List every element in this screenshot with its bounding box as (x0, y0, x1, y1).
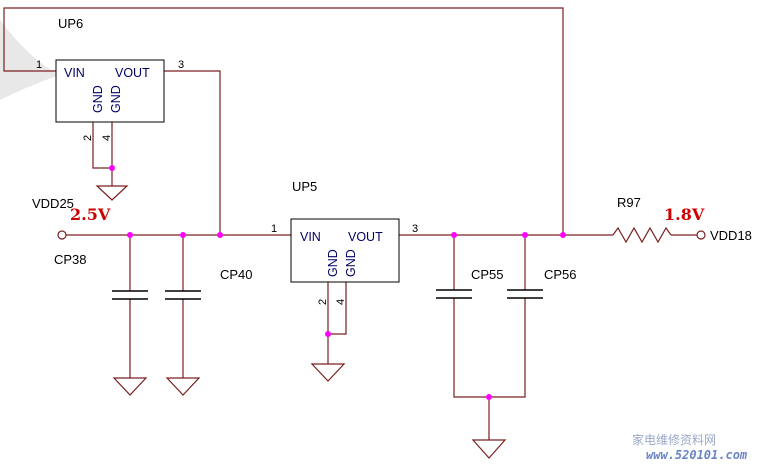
up6-gnd-label-2: GND (109, 85, 123, 113)
cp55-ref: CP55 (471, 267, 504, 282)
up6-pin-4: 4 (101, 135, 113, 141)
up6-gnd-label-1: GND (91, 85, 105, 113)
ground-icon (95, 185, 129, 201)
capacitor-cp38: CP38 (54, 252, 148, 300)
up6-vout-label: VOUT (115, 66, 150, 80)
cp38-ref: CP38 (54, 252, 87, 267)
cp56-ref: CP56 (544, 267, 577, 282)
watermark-url: www.520101.com (646, 448, 748, 462)
resistor-r97: R97 (612, 195, 672, 244)
ground-icon (112, 377, 148, 396)
decorative-arc (0, 20, 60, 100)
regulator-up5: UP5 VIN VOUT GND GND 1 3 2 4 (271, 179, 418, 305)
up5-ref: UP5 (292, 179, 317, 194)
capacitor-cp56: CP56 (507, 267, 577, 299)
capacitor-cp40: CP40 (165, 267, 253, 300)
up5-gnd-label-2: GND (344, 249, 358, 277)
up6-vin-label: VIN (64, 66, 85, 80)
r97-ref: R97 (617, 195, 641, 210)
output-net-label: VDD18 (710, 228, 752, 243)
ground-icon (310, 363, 346, 382)
wires (3, 7, 697, 440)
up6-pin-1: 1 (36, 59, 42, 71)
up5-pin-4: 4 (335, 299, 347, 305)
output-terminal (696, 230, 706, 240)
up5-vin-label: VIN (300, 230, 321, 244)
ground-symbols (95, 185, 507, 459)
junctions (109, 165, 566, 400)
ground-icon (165, 377, 201, 396)
up5-pin-1: 1 (271, 223, 277, 235)
up6-ref: UP6 (58, 16, 83, 31)
input-net-label: VDD25 (32, 196, 74, 211)
up5-pin-2: 2 (317, 299, 329, 305)
up5-vout-label: VOUT (348, 230, 383, 244)
cp40-ref: CP40 (220, 267, 253, 282)
up6-pin-3: 3 (178, 59, 184, 71)
regulator-up6: UP6 VIN VOUT GND GND 1 3 2 4 (36, 16, 184, 141)
input-terminal (57, 230, 67, 240)
capacitor-cp55: CP55 (436, 267, 504, 299)
up5-gnd-label-1: GND (326, 249, 340, 277)
ground-icon (471, 439, 507, 459)
watermark-text: 家电维修资料网 (632, 432, 716, 447)
up6-pin-2: 2 (82, 135, 94, 141)
output-voltage-label: 1.8V (664, 205, 705, 224)
input-voltage-label: 2.5V (70, 205, 111, 224)
up5-pin-3: 3 (412, 223, 418, 235)
